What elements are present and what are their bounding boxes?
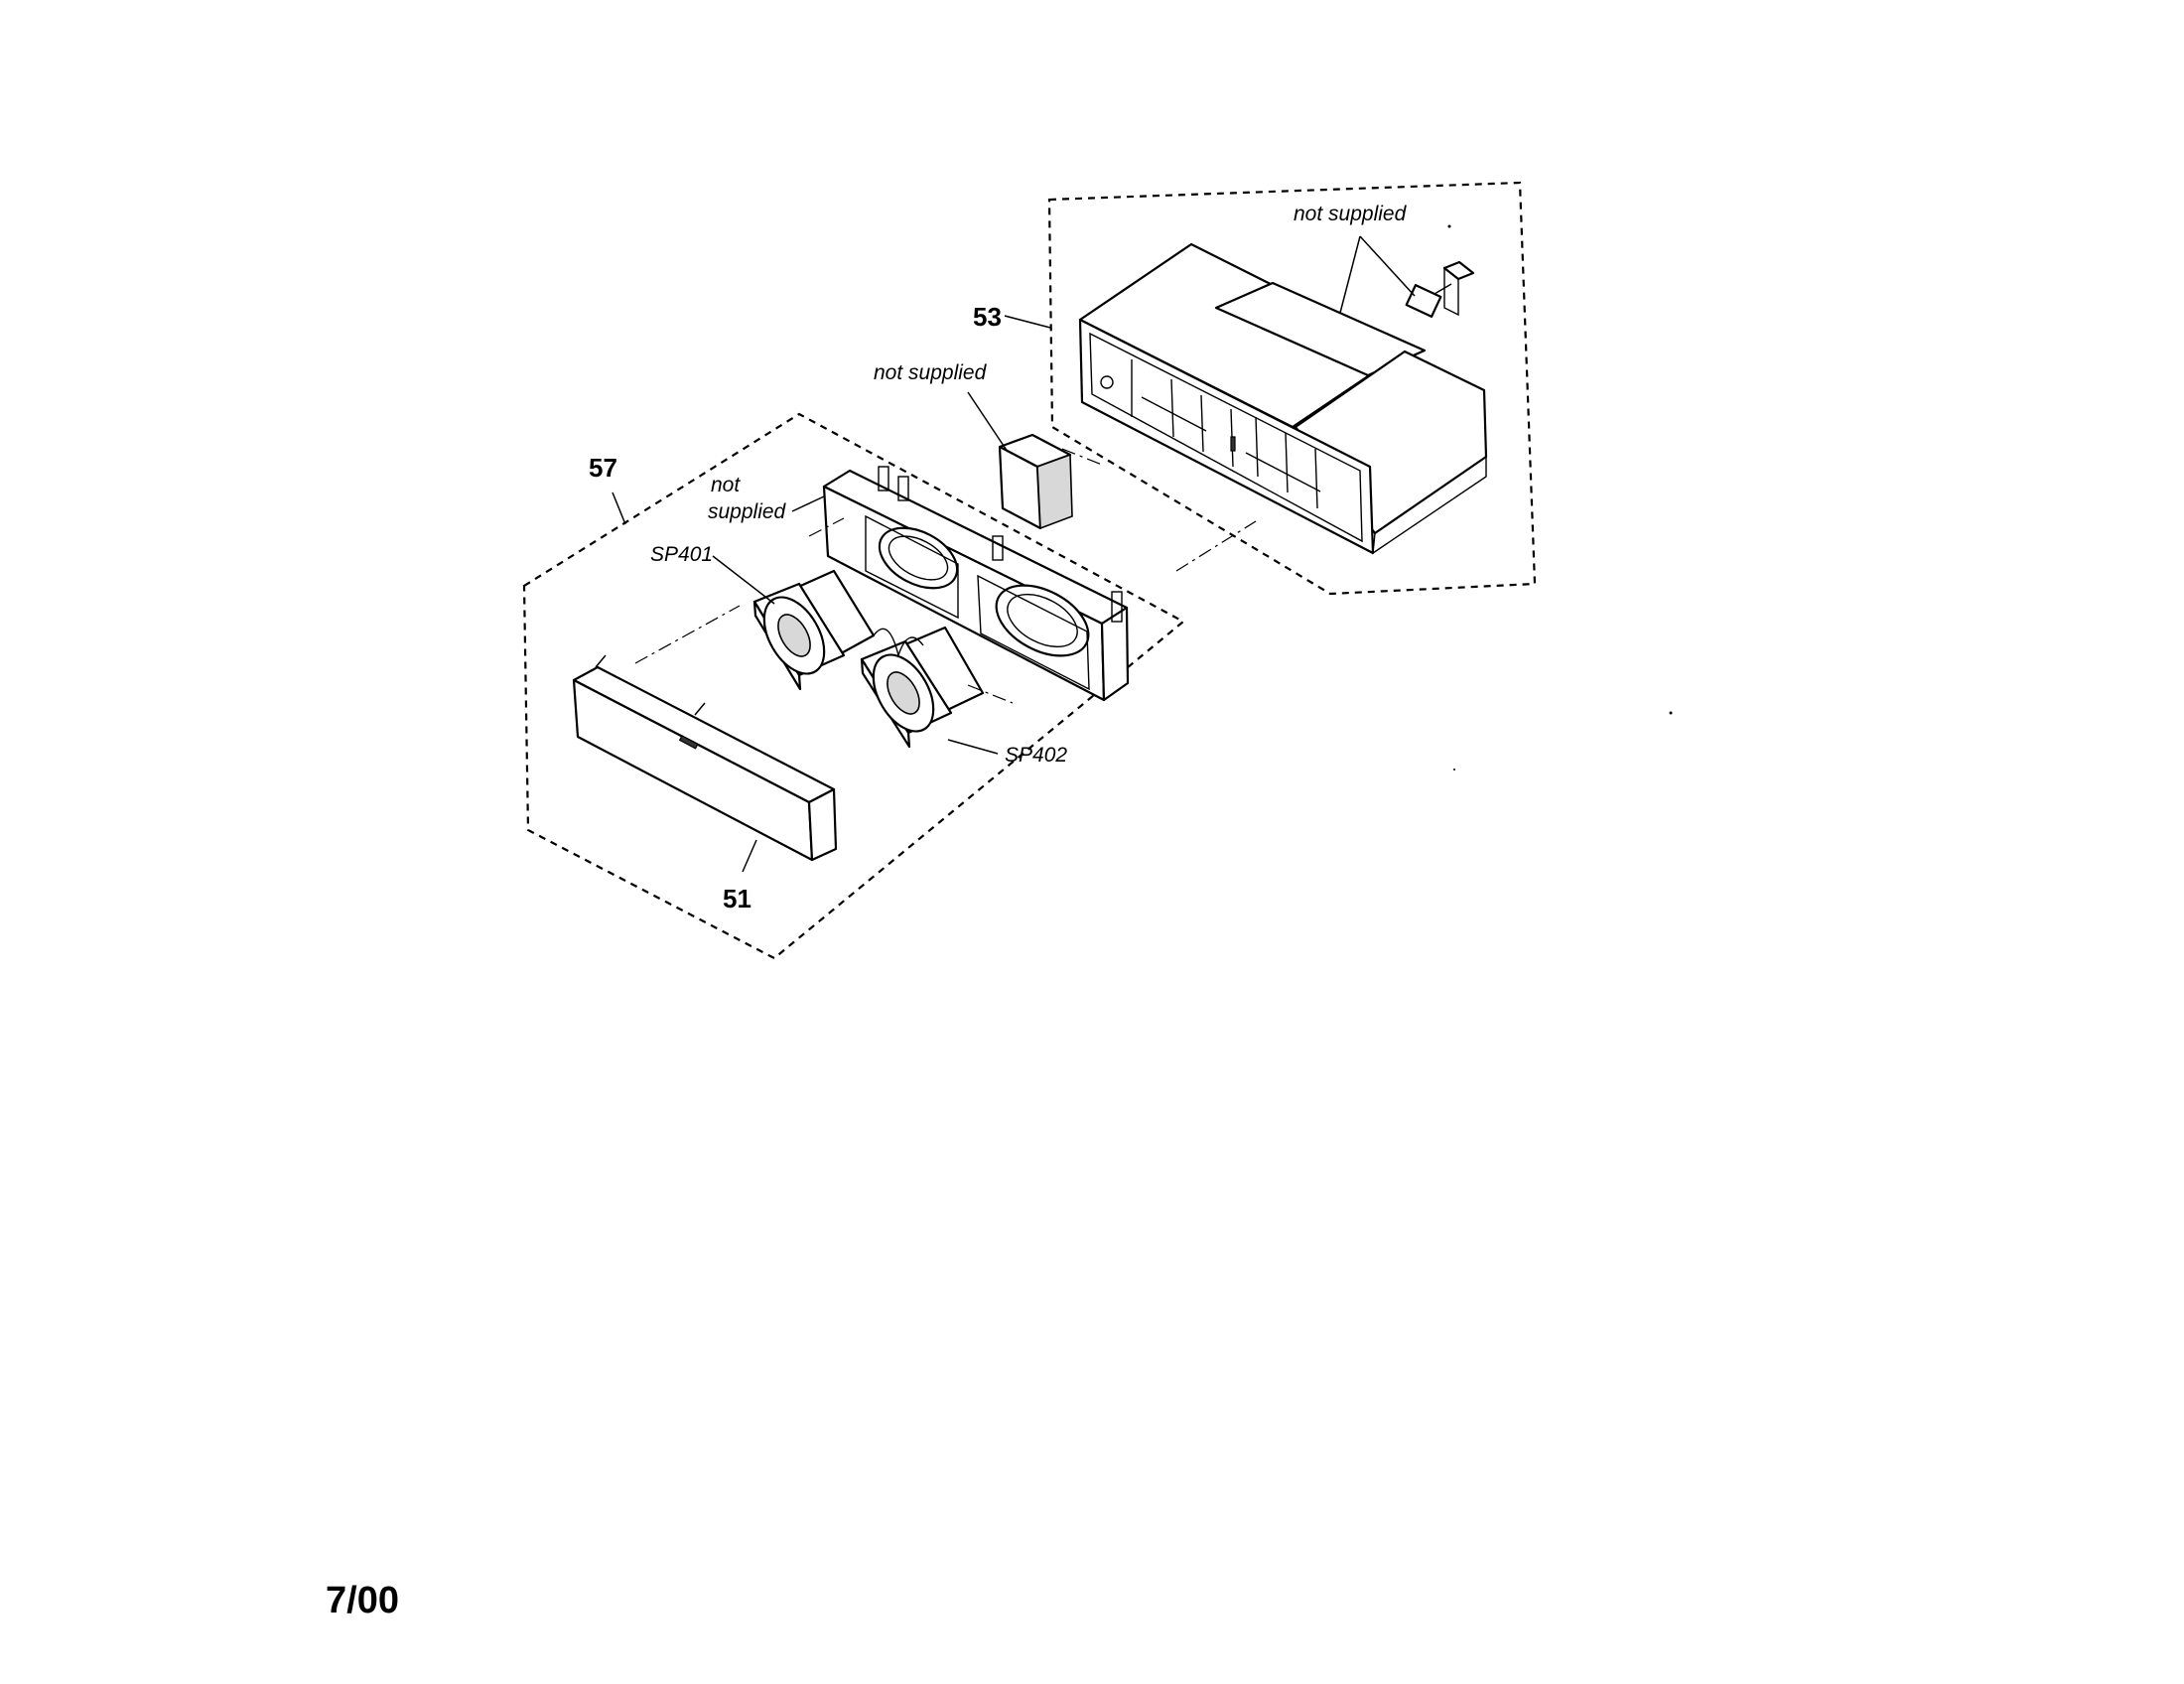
leader-not-supplied-top-b	[1359, 235, 1416, 297]
leader-sp401	[712, 555, 775, 605]
label-sp401: SP401	[650, 543, 713, 566]
bracket-part	[998, 433, 1073, 530]
assembly-line	[808, 517, 845, 537]
leader-not-supplied-top-a	[1339, 235, 1361, 314]
small-part-top-right	[1405, 260, 1475, 318]
leader-57	[612, 491, 626, 525]
speaker-sp401	[752, 569, 876, 691]
speaker-sp402	[860, 626, 985, 749]
date-code: 7/00	[326, 1580, 399, 1621]
speaker-frame-part	[822, 466, 1130, 702]
front-grille-part	[572, 654, 838, 862]
assembly-line	[1175, 520, 1257, 572]
assembly-line	[634, 605, 741, 664]
leader-not-supplied-left	[791, 495, 825, 512]
label-not-supplied-middle: not supplied	[874, 361, 988, 384]
label-not-supplied-left-1: not	[711, 474, 741, 496]
speck	[1669, 711, 1673, 715]
part-label-51: 51	[723, 884, 751, 913]
assembly-line	[967, 684, 1014, 704]
leader-not-supplied-middle	[967, 391, 1009, 453]
leader-51	[742, 839, 757, 873]
speck	[1453, 769, 1455, 771]
group-57-outline	[522, 412, 1185, 960]
speck	[1447, 224, 1451, 228]
assembly-line	[1061, 448, 1103, 466]
part-label-53: 53	[973, 302, 1002, 332]
label-sp402: SP402	[1005, 744, 1067, 767]
label-not-supplied-top: not supplied	[1294, 203, 1408, 225]
leader-sp402	[947, 739, 999, 755]
leader-53	[1004, 315, 1051, 329]
label-not-supplied-left-2: supplied	[708, 500, 787, 523]
cabinet-part	[1078, 242, 1488, 555]
part-label-57: 57	[589, 453, 617, 483]
group-53-outline	[1047, 181, 1537, 596]
